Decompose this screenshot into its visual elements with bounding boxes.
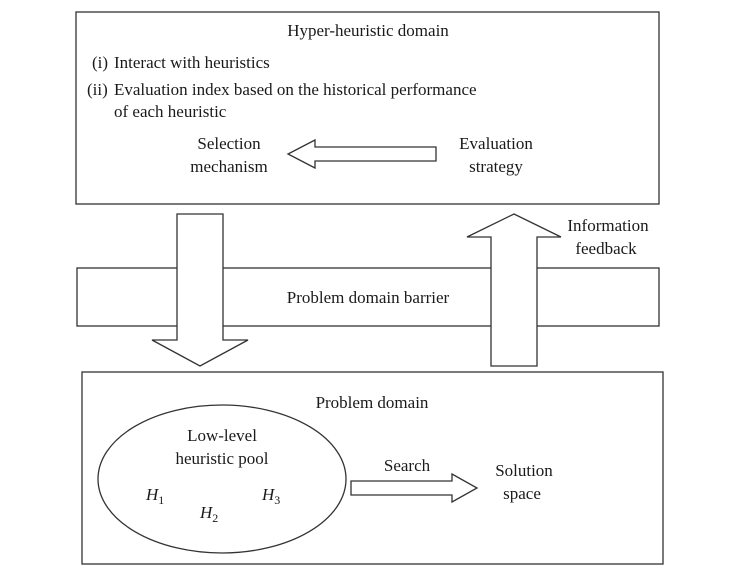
item-2-text-line1: Evaluation index based on the historical… [114,80,477,99]
item-1-marker: (i) [92,53,108,72]
item-2-text-line2: of each heuristic [114,102,227,121]
problem-domain-title: Problem domain [316,393,429,412]
h2-letter: H [199,503,214,522]
heuristic-pool-line2: heuristic pool [175,449,268,468]
downward-arrow [151,213,249,367]
selection-mechanism-line1: Selection [197,134,261,153]
information-feedback-line2: feedback [575,239,637,258]
evaluation-strategy-line1: Evaluation [459,134,533,153]
evaluation-to-selection-arrow [286,138,437,170]
hyper-heuristic-domain-box [75,11,660,205]
search-label: Search [384,456,431,475]
selection-mechanism-line2: mechanism [190,157,267,176]
problem-domain-barrier-band [76,267,660,327]
h2-subscript: 2 [212,511,218,525]
h3-letter: H [261,485,276,504]
hyper-domain-title: Hyper-heuristic domain [287,21,449,40]
heuristic-h3: H3 [261,485,280,507]
h3-subscript: 3 [274,493,280,507]
heuristic-pool-line1: Low-level [187,426,257,445]
information-feedback-line1: Information [567,216,649,235]
heuristic-pool-ellipse [97,404,347,554]
solution-space-line2: space [503,484,541,503]
solution-space-line1: Solution [495,461,553,480]
h1-subscript: 1 [158,493,164,507]
heuristic-h1: H1 [145,485,164,507]
upward-feedback-arrow [466,213,562,367]
heuristic-h2: H2 [199,503,218,525]
evaluation-strategy-line2: strategy [469,157,523,176]
item-2-marker: (ii) [87,80,108,99]
search-arrow [350,472,479,504]
item-1-text: Interact with heuristics [114,53,270,72]
barrier-label: Problem domain barrier [287,288,450,307]
h1-letter: H [145,485,160,504]
